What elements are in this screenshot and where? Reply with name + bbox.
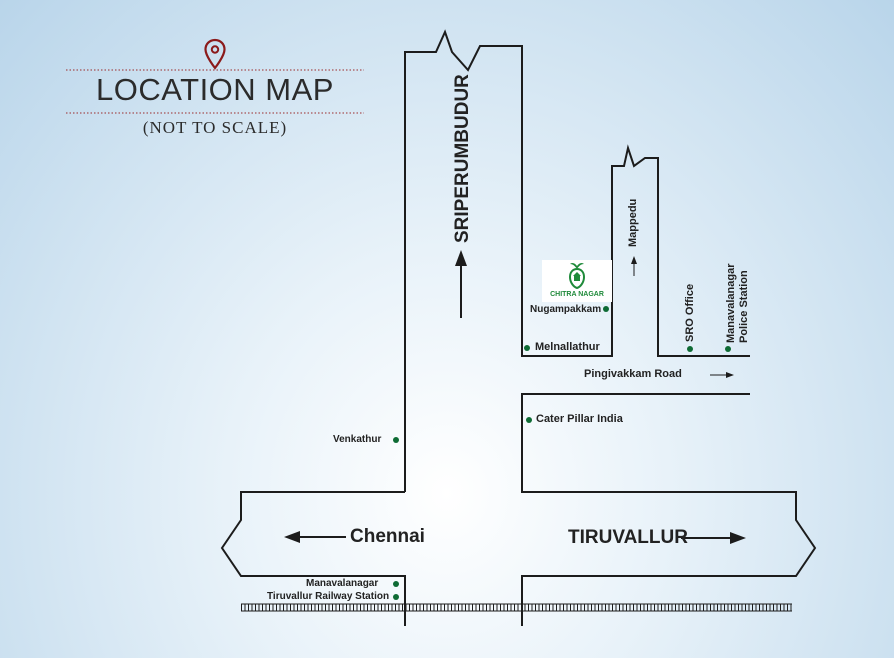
melnallathur-label: Melnallathur [535,341,600,353]
police-station-marker [725,346,731,352]
venkathur-marker [393,437,399,443]
sro-office-marker [687,346,693,352]
map-title: LOCATION MAP [96,72,334,107]
chennai-label: Chennai [350,526,425,547]
melnallathur-marker [524,345,530,351]
police-station-label-line2: Police Station [738,270,750,343]
mappedu-label: Mappedu [627,198,639,247]
sro-office-label: SRO Office [684,283,696,342]
pingivakkam-road-edge [521,393,817,626]
railway-station-label: Tiruvallur Railway Station [267,591,390,602]
tiruvallur-label: TIRUVALLUR [568,527,688,548]
manavalanagar-marker [393,581,399,587]
nugampakkam-marker [603,306,609,312]
chitra-nagar-logo-icon [568,262,586,290]
venkathur-label: Venkathur [333,434,382,445]
railway-station-marker [393,594,399,600]
pingivakkam-road-label: Pingivakkam Road [584,368,682,380]
chennai-arrow-head [284,531,300,543]
location-pin-icon [204,38,226,70]
sriperumbudur-road [404,29,750,492]
tiruvallur-arrow-head [730,532,746,544]
chitra-nagar-name: CHITRA NAGAR [550,291,604,298]
chitra-nagar-logo: CHITRA NAGAR [542,260,612,302]
railway-track [241,603,792,612]
sriperumbudur-label: SRIPERUMBUDUR [452,74,473,243]
map-subtitle: (NOT TO SCALE) [142,118,288,137]
cater-pillar-label: Cater Pillar India [536,413,623,425]
nugampakkam-label: Nugampakkam [530,304,602,315]
mappedu-arrow-head [631,256,637,264]
manavalanagar-label: Manavalanagar [306,578,379,589]
north-arrow-head [455,250,467,266]
chennai-road [220,491,406,626]
cater-pillar-marker [526,417,532,423]
police-station-label-line1: Manavalanagar [725,263,737,343]
pingivakkam-arrow-head [726,372,734,378]
